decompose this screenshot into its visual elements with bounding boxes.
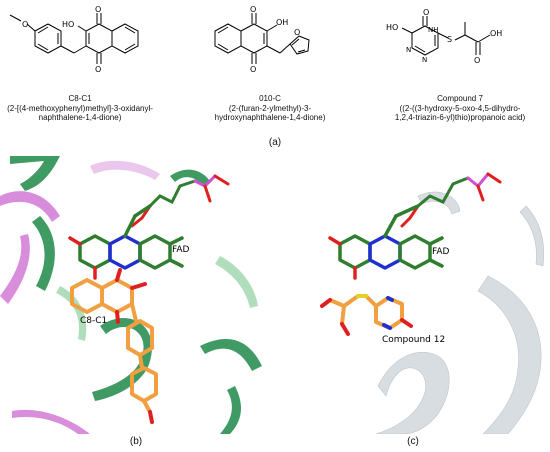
svg-text:O: O [474, 56, 480, 65]
svg-text:O: O [250, 5, 256, 14]
panel-b-ligand-label: C8-C1 [80, 316, 107, 326]
svg-text:O: O [95, 65, 101, 74]
compound-name-010-c: 010-C [259, 94, 281, 103]
svg-text:S: S [447, 35, 452, 44]
panel-a: O O O HO C8-C1 (2-[(4-methoxyphenyl)meth… [0, 0, 550, 152]
svg-text:HO: HO [386, 23, 398, 32]
compound-iupac-010-c-line2: hydroxynaphthalene-1,4-dione) [214, 113, 326, 122]
structure-compound-7: O HO NH N N S O OH [386, 8, 502, 65]
compound-iupac-compound-7-line2: 1,2,4-triazin-6-yl)thio)propanoic acid) [394, 113, 526, 122]
svg-text:N: N [406, 46, 411, 54]
panel-c-fad-label: FAD [432, 247, 450, 257]
svg-text:O: O [95, 5, 101, 14]
compound-iupac-compound-7-line1: ((2-((3-hydroxy-5-oxo-4,5-dihydro- [399, 103, 521, 113]
svg-text:OH: OH [276, 18, 288, 27]
compound-iupac-c8-c1-line1: (2-[(4-methoxyphenyl)methyl]-3-oxidanyl- [7, 103, 153, 113]
svg-text:O: O [294, 28, 300, 37]
panel-letter-c: (c) [407, 436, 419, 447]
compound-name-compound-7: Compound 7 [437, 94, 483, 103]
panel-c-docking-image: FAD Compound 12 [278, 156, 550, 434]
panel-c-ligand-label: Compound 12 [382, 335, 445, 345]
compound-iupac-010-c-line1: (2-(furan-2-ylmethyl)-3- [228, 103, 312, 113]
panel-letter-b: (b) [129, 436, 143, 447]
svg-text:O: O [423, 8, 429, 17]
panel-b-docking-image: FAD C8-C1 [0, 156, 272, 434]
compound-iupac-c8-c1-line2: naphthalene-1,4-dione) [38, 113, 122, 122]
svg-text:HO: HO [62, 20, 74, 29]
panel-letter-a: (a) [268, 137, 282, 148]
compound-name-c8-c1: C8-C1 [68, 94, 92, 103]
structure-010-c: O O OH O [214, 5, 310, 74]
svg-text:N: N [422, 56, 427, 64]
svg-text:O: O [22, 20, 28, 29]
structure-c8-c1: O O O HO [9, 5, 139, 74]
svg-text:NH: NH [428, 26, 439, 34]
svg-text:O: O [250, 65, 256, 74]
svg-text:OH: OH [490, 29, 502, 38]
panel-b-fad-label: FAD [172, 245, 190, 255]
